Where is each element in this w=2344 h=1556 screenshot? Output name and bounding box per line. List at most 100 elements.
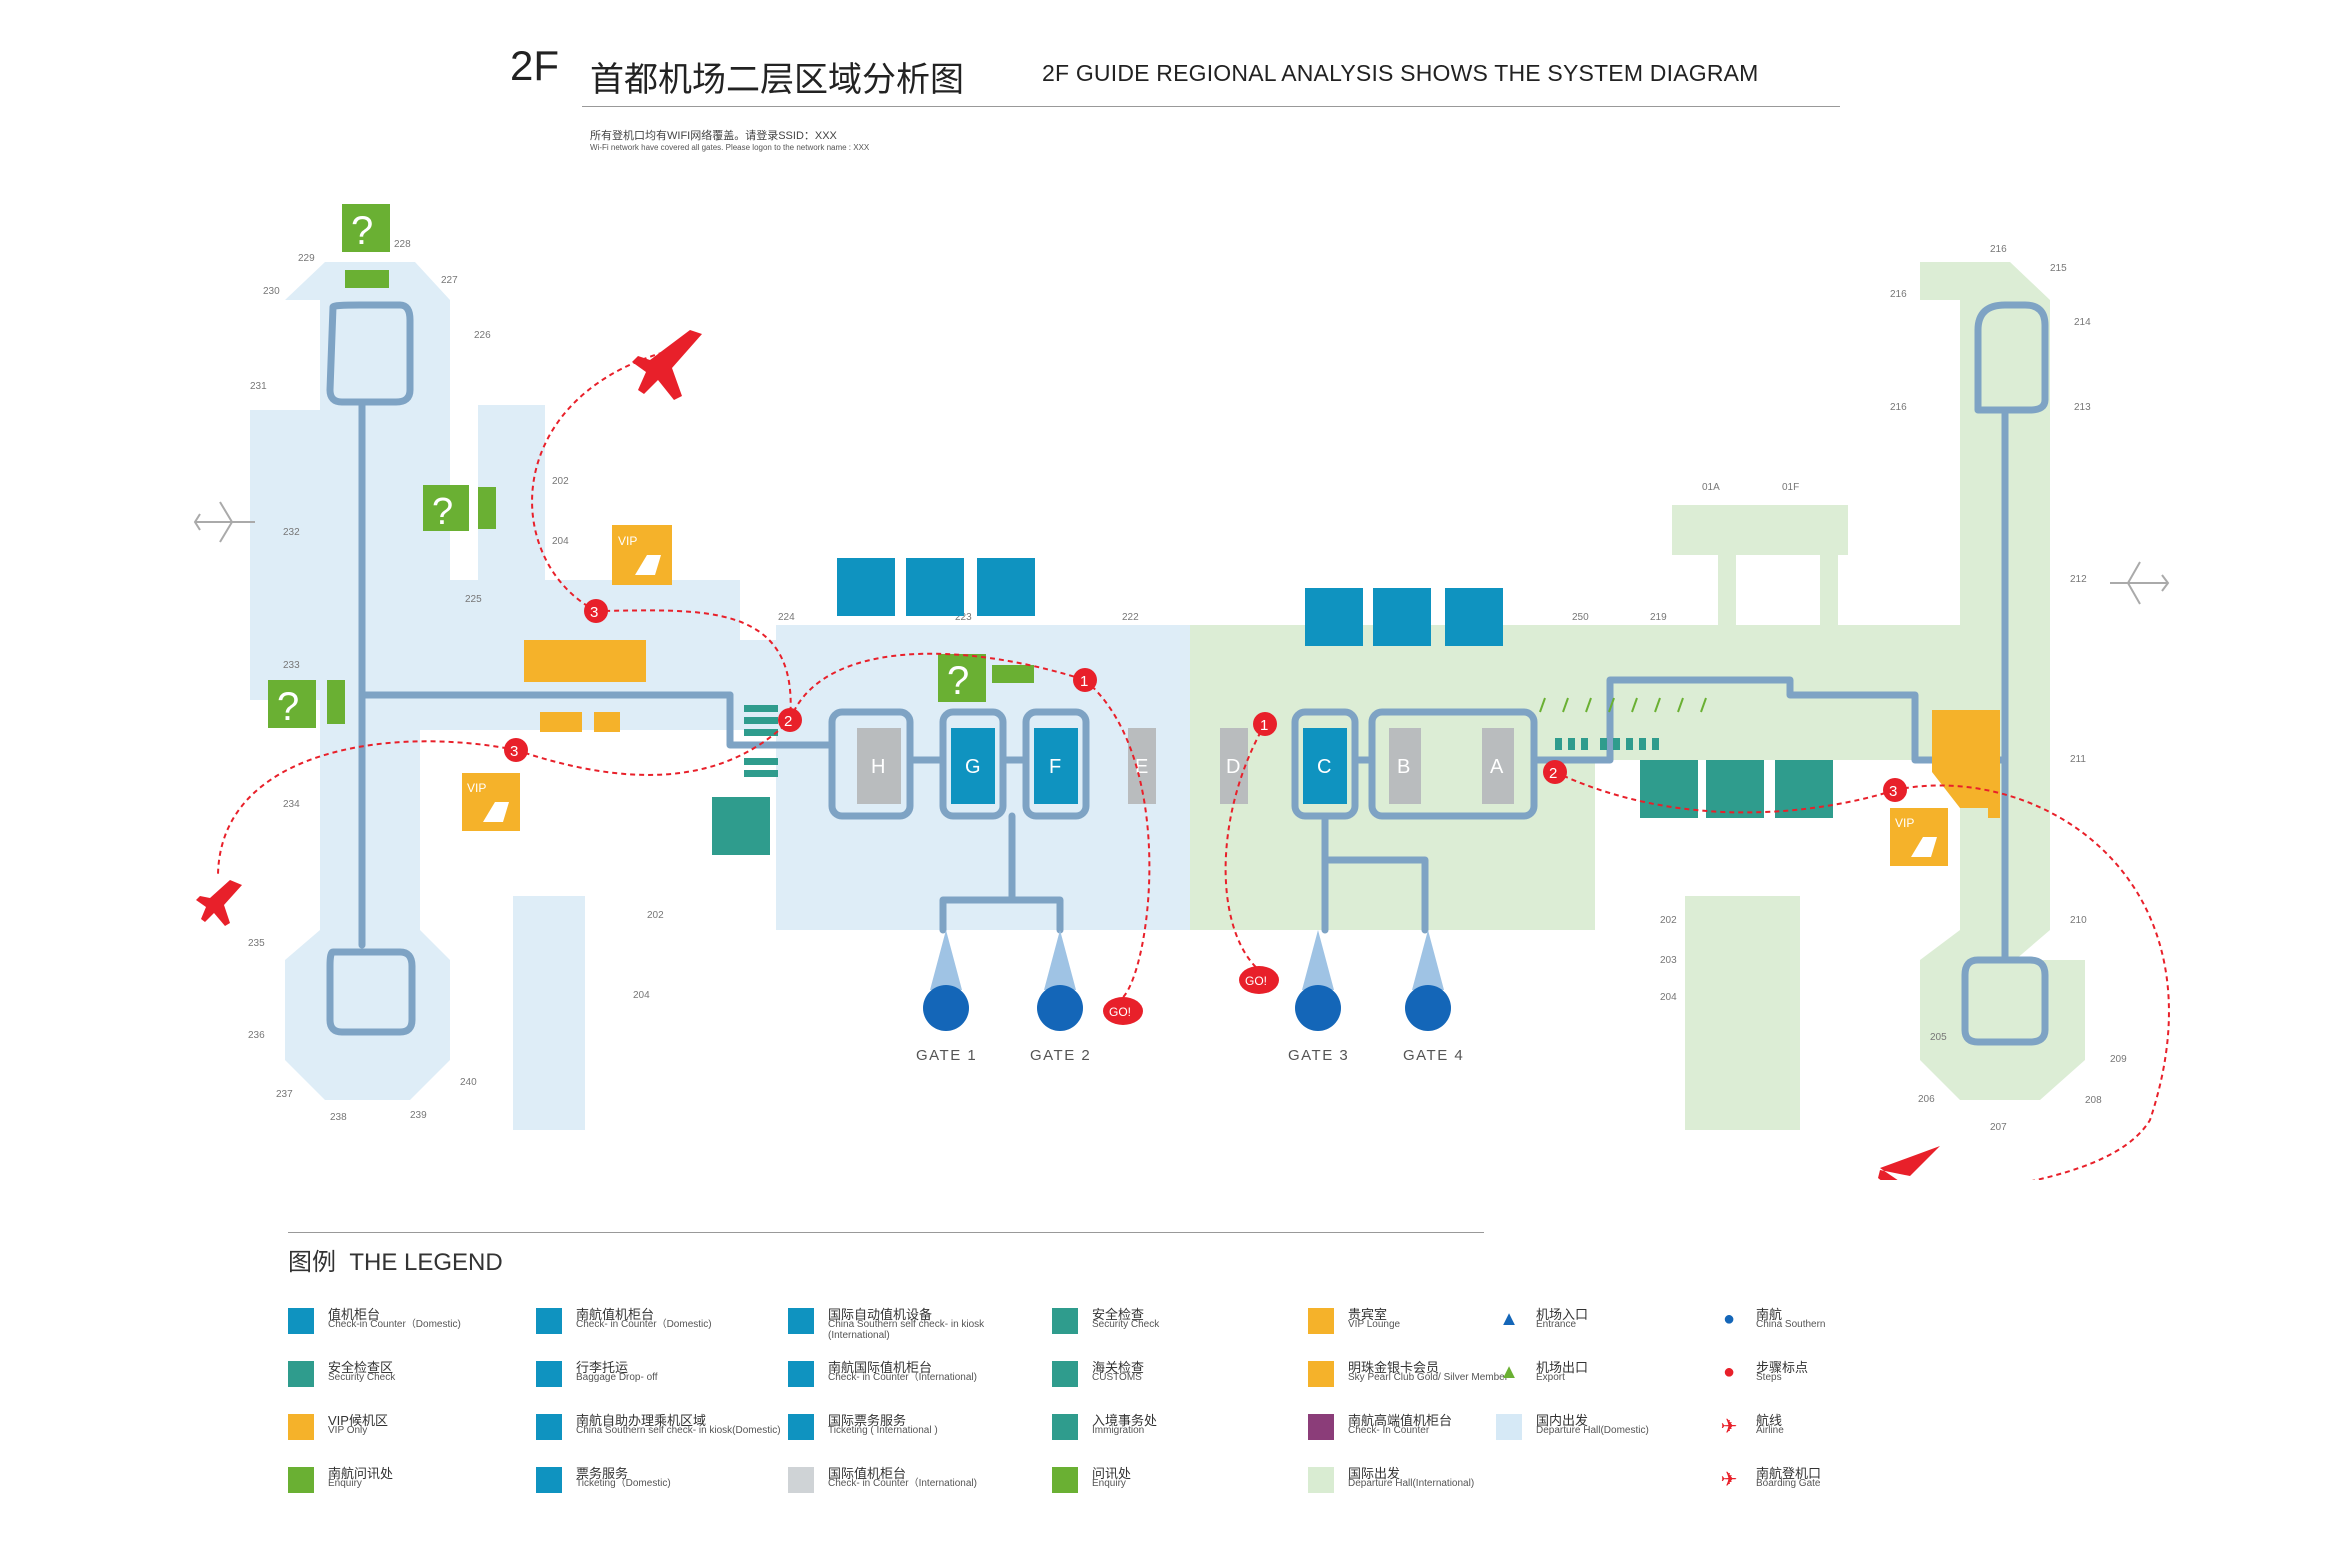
island-b [1389, 728, 1421, 804]
airline-icon: ✈ [1720, 1416, 1738, 1438]
svg-text:216: 216 [1890, 289, 1907, 300]
step-marker-icon: ● [1722, 1361, 1736, 1383]
legend-label-english: Enquiry [1092, 1478, 1126, 1489]
svg-text:01A: 01A [1702, 482, 1720, 493]
legend-label-english: Airline [1756, 1425, 1784, 1436]
terminal-map: 228 229 227 230 226 231 202 232 204 225 … [193, 204, 2170, 1180]
svg-text:228: 228 [394, 239, 411, 250]
step-markers: 3 3 2 1 1 2 3 [504, 599, 1907, 802]
svg-text:237: 237 [276, 1089, 293, 1100]
svg-text:206: 206 [1918, 1094, 1935, 1105]
legend-label-english: Security Check [1092, 1319, 1160, 1330]
title-divider [582, 106, 1840, 107]
airline-plane-icons [196, 330, 1940, 1180]
island-g [951, 728, 995, 804]
svg-text:232: 232 [283, 527, 300, 538]
airplane-icon [196, 880, 242, 926]
svg-text:?: ? [351, 209, 373, 253]
svg-text:2: 2 [1549, 765, 1557, 782]
island-c [1303, 728, 1347, 804]
customs-icon [1052, 1361, 1078, 1387]
cs-checkin-icon [536, 1308, 562, 1334]
legend-label-english: Check- In Counter [1348, 1425, 1430, 1436]
legend-label-english: VIP Lounge [1348, 1319, 1401, 1330]
legend-label: 票务服务 [576, 1466, 629, 1481]
exit-icon: ▲ [1499, 1361, 1519, 1383]
intl-kiosk-icon [788, 1308, 814, 1334]
left-concourse [250, 262, 780, 1130]
gate-number-labels-left: 228 229 227 230 226 231 202 232 204 225 … [248, 239, 1139, 1123]
legend-label: 机场出口 [1536, 1360, 1589, 1375]
legend-label-english: Baggage Drop- off [576, 1372, 658, 1383]
checkin-counter-icon [288, 1308, 314, 1334]
svg-text:GATE 4: GATE 4 [1403, 1047, 1464, 1064]
step-marker-2: 2 [778, 708, 802, 732]
gate-2: GATE 2 [1030, 930, 1090, 1064]
legend-label: 航线 [1756, 1413, 1783, 1428]
entrance-icon: ▲ [1499, 1308, 1519, 1330]
legend-label: 南航登机口 [1756, 1466, 1822, 1481]
svg-text:250: 250 [1572, 612, 1589, 623]
exit-markers [1539, 697, 1707, 713]
svg-text:233: 233 [283, 660, 300, 671]
legend-label-english: Boarding Gate [1756, 1478, 1821, 1489]
legend-label: 南航自助办理乘机区域 [576, 1413, 707, 1428]
svg-text:224: 224 [778, 612, 795, 623]
legend-label-english: Check-in Counter（Domestic) [328, 1319, 461, 1330]
enquiry-icon [1052, 1467, 1078, 1493]
legend-label: 贵宾室 [1348, 1307, 1388, 1322]
legend-label: 国际票务服务 [828, 1413, 907, 1428]
svg-text:1: 1 [1260, 717, 1268, 734]
enquiry-icon: ? [938, 654, 986, 703]
legend-label-english: Sky Pearl Club Gold/ Silver Member [1348, 1372, 1509, 1383]
legend-label-english: Check- in Counter（International) [828, 1372, 977, 1383]
vip-area-right [1932, 710, 2000, 818]
vip-lounge-icon: VIP [612, 525, 672, 585]
legend-label: 安全检查区 [328, 1360, 394, 1375]
legend-label-english: Check- in Counter（Domestic) [576, 1319, 712, 1330]
legend-label-english: Steps [1756, 1372, 1782, 1383]
step-marker-2: 2 [1543, 760, 1567, 784]
airline-routes [217, 347, 2170, 1180]
legend-label-english: Enquiry [328, 1478, 362, 1489]
vip-lounge-icon [1308, 1308, 1334, 1334]
grey-plane-icons [193, 501, 2170, 605]
svg-text:C: C [1317, 756, 1331, 778]
island-d [1220, 728, 1248, 804]
legend-label: 入境事务处 [1092, 1413, 1158, 1428]
boarding-gate-icon: ✈ [1720, 1469, 1738, 1491]
svg-text:214: 214 [2074, 317, 2091, 328]
svg-text:3: 3 [590, 604, 598, 621]
svg-text:D: D [1226, 756, 1240, 778]
svg-text:240: 240 [460, 1077, 477, 1088]
svg-text:?: ? [277, 685, 299, 729]
wifi-notice: 所有登机口均有WIFI网络覆盖。请登录SSID：XXX [590, 130, 837, 142]
svg-text:234: 234 [283, 799, 300, 810]
legend-title-en: THE LEGEND [349, 1249, 503, 1276]
svg-text:?: ? [947, 659, 969, 703]
legend-label-english: China Southern self check- in kiosk (Int… [828, 1319, 985, 1341]
gate-1: GATE 1 [916, 930, 976, 1064]
ticketing-icons-left [837, 558, 1035, 616]
svg-text:202: 202 [552, 476, 569, 487]
step-marker-3: 3 [584, 599, 608, 623]
legend-label: 步骤标点 [1756, 1360, 1809, 1375]
svg-text:1: 1 [1080, 673, 1088, 690]
svg-text:215: 215 [2050, 263, 2067, 274]
security-icons [712, 760, 1833, 855]
svg-text:222: 222 [1122, 612, 1139, 623]
baggage-icon [977, 558, 1035, 616]
security-area-icon [288, 1361, 314, 1387]
legend-label-english: China Southern [1756, 1319, 1826, 1330]
